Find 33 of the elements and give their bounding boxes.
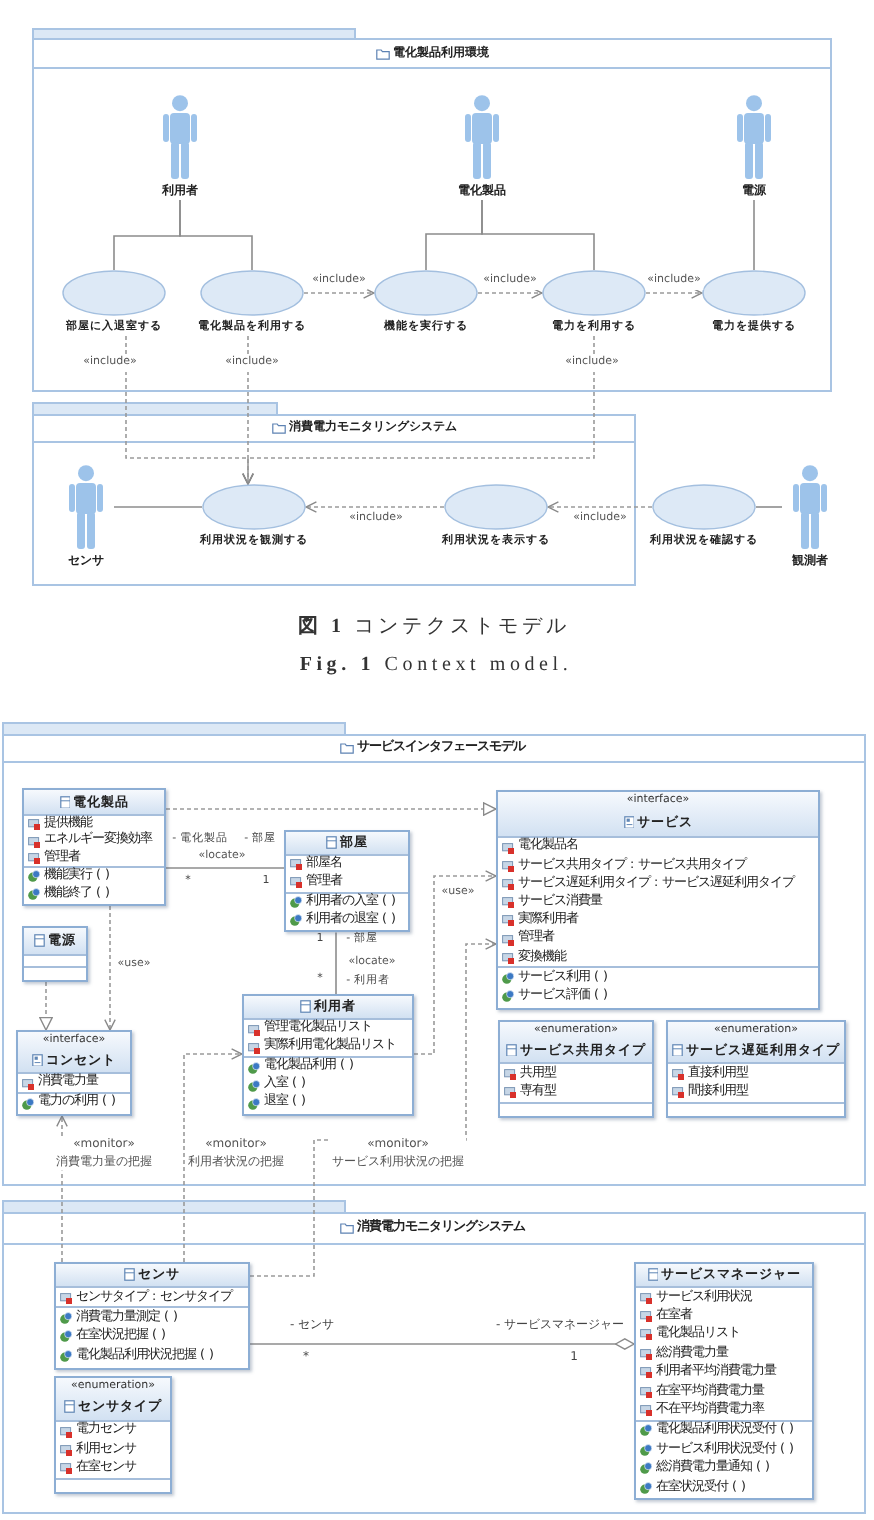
- class-box: [22, 788, 166, 906]
- association-line: [481, 199, 595, 271]
- aggregation-line: [249, 1338, 635, 1350]
- include-arrow: [477, 287, 543, 299]
- interface-box: [496, 790, 820, 1010]
- dependency-arrow: [104, 905, 116, 1031]
- class-box: [284, 830, 410, 933]
- association-line: [335, 931, 337, 995]
- include-arrow: [305, 501, 445, 513]
- include-arrow: [645, 287, 703, 299]
- include-arrow: [242, 335, 254, 485]
- association-line: [113, 506, 203, 508]
- enumeration-box: [498, 1020, 654, 1118]
- class-box: [242, 994, 414, 1116]
- class-box: [22, 926, 88, 982]
- class-box: [634, 1262, 814, 1501]
- interface-box: [16, 1030, 132, 1116]
- association-line: [753, 199, 755, 271]
- include-arrow: [303, 287, 375, 299]
- dependency-arrow: [413, 870, 497, 1055]
- enumeration-box: [666, 1020, 846, 1118]
- class-box: [54, 1262, 250, 1370]
- realization-arrow: [39, 981, 53, 1031]
- include-arrow: [547, 501, 653, 513]
- association-line: [755, 506, 783, 508]
- include-arrow: [242, 335, 595, 485]
- association-line: [179, 199, 253, 271]
- figure-caption: Fig. 1 Context model.: [299, 656, 573, 676]
- association-line: [165, 867, 285, 869]
- enumeration-box: [54, 1376, 172, 1494]
- figure-caption: 図 1 コンテクストモデル: [298, 618, 570, 638]
- realization-arrow: [165, 802, 497, 816]
- dependency-arrow: [183, 1048, 243, 1263]
